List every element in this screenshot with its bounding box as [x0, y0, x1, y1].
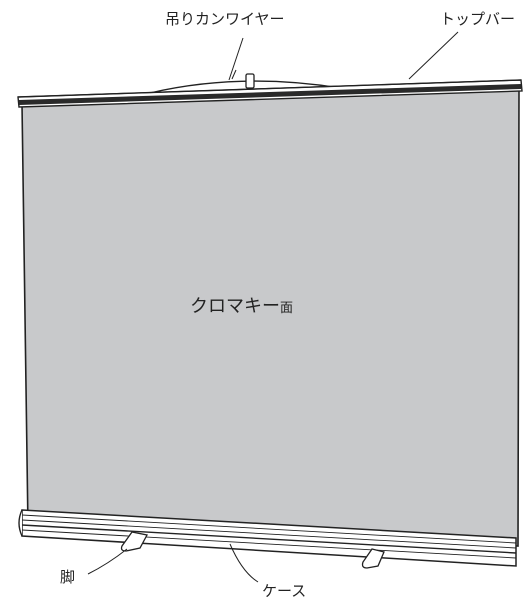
chromakey-screen-surface: [21, 89, 520, 547]
top-bar: [17, 79, 523, 108]
label-leg: 脚: [60, 568, 75, 586]
leader-top-bar: [408, 31, 459, 80]
leader-hanger-wire: [228, 37, 244, 81]
leader-case: [229, 543, 259, 583]
label-surface-main: クロマキー: [190, 296, 280, 317]
label-top-bar: トップバー: [440, 10, 515, 28]
label-surface-suffix: 面: [280, 301, 293, 316]
label-case: ケース: [262, 582, 306, 600]
bottom-case: [18, 509, 517, 567]
leader-leg: [87, 548, 128, 575]
leg-right: [361, 548, 385, 569]
hanger-wire: [149, 69, 341, 94]
label-hanger-wire: 吊りカンワイヤー: [165, 10, 285, 28]
leg-left: [120, 531, 148, 552]
label-surface: クロマキー面: [190, 296, 293, 317]
